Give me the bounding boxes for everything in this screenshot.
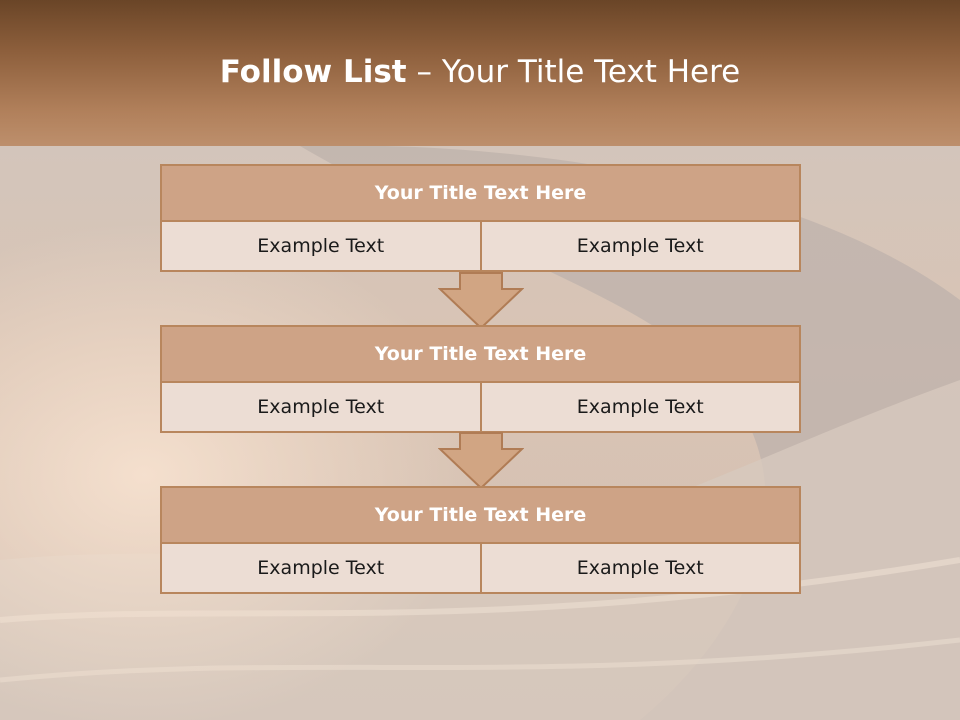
block-title: Your Title Text Here bbox=[162, 166, 799, 222]
slide-title-rest: – Your Title Text Here bbox=[406, 54, 741, 90]
block-cell-left: Example Text bbox=[162, 383, 480, 431]
block-title: Your Title Text Here bbox=[162, 488, 799, 544]
block-cell-left: Example Text bbox=[162, 544, 480, 592]
down-arrow-icon bbox=[438, 272, 524, 330]
title-header: Follow List – Your Title Text Here bbox=[0, 0, 960, 146]
block-row: Example Text Example Text bbox=[162, 383, 799, 431]
list-block-3: Your Title Text Here Example Text Exampl… bbox=[160, 486, 801, 594]
slide-title: Follow List – Your Title Text Here bbox=[0, 54, 960, 90]
down-arrow-icon bbox=[438, 432, 524, 490]
list-block-2: Your Title Text Here Example Text Exampl… bbox=[160, 325, 801, 433]
slide-title-bold: Follow List bbox=[219, 54, 407, 90]
block-cell-right: Example Text bbox=[479, 544, 799, 592]
block-cell-right: Example Text bbox=[479, 222, 799, 270]
block-cell-left: Example Text bbox=[162, 222, 480, 270]
list-block-1: Your Title Text Here Example Text Exampl… bbox=[160, 164, 801, 272]
block-row: Example Text Example Text bbox=[162, 544, 799, 592]
block-row: Example Text Example Text bbox=[162, 222, 799, 270]
block-title: Your Title Text Here bbox=[162, 327, 799, 383]
block-cell-right: Example Text bbox=[479, 383, 799, 431]
